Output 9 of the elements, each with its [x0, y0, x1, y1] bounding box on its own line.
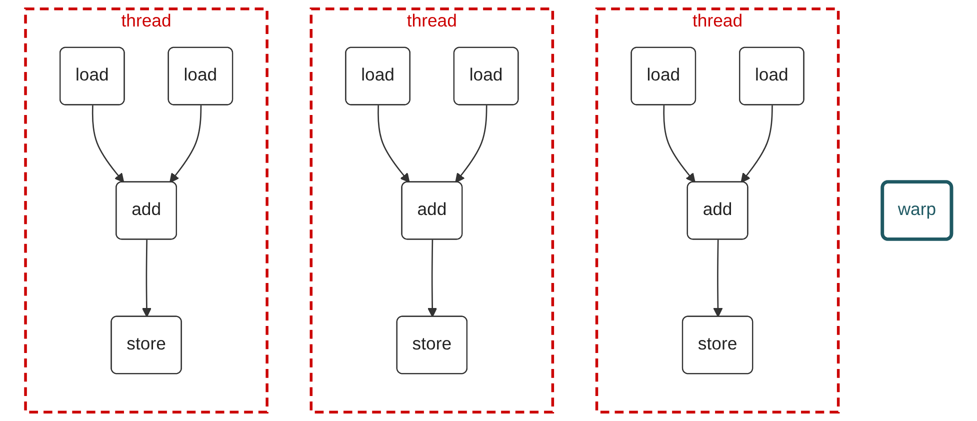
arrow	[169, 105, 202, 183]
arrow	[92, 105, 124, 183]
arrow	[428, 240, 438, 318]
arrow	[740, 105, 773, 183]
arrow	[663, 105, 696, 183]
arrow	[142, 240, 152, 318]
arrow	[378, 105, 410, 183]
arrow	[455, 105, 488, 183]
arrow	[713, 240, 723, 318]
